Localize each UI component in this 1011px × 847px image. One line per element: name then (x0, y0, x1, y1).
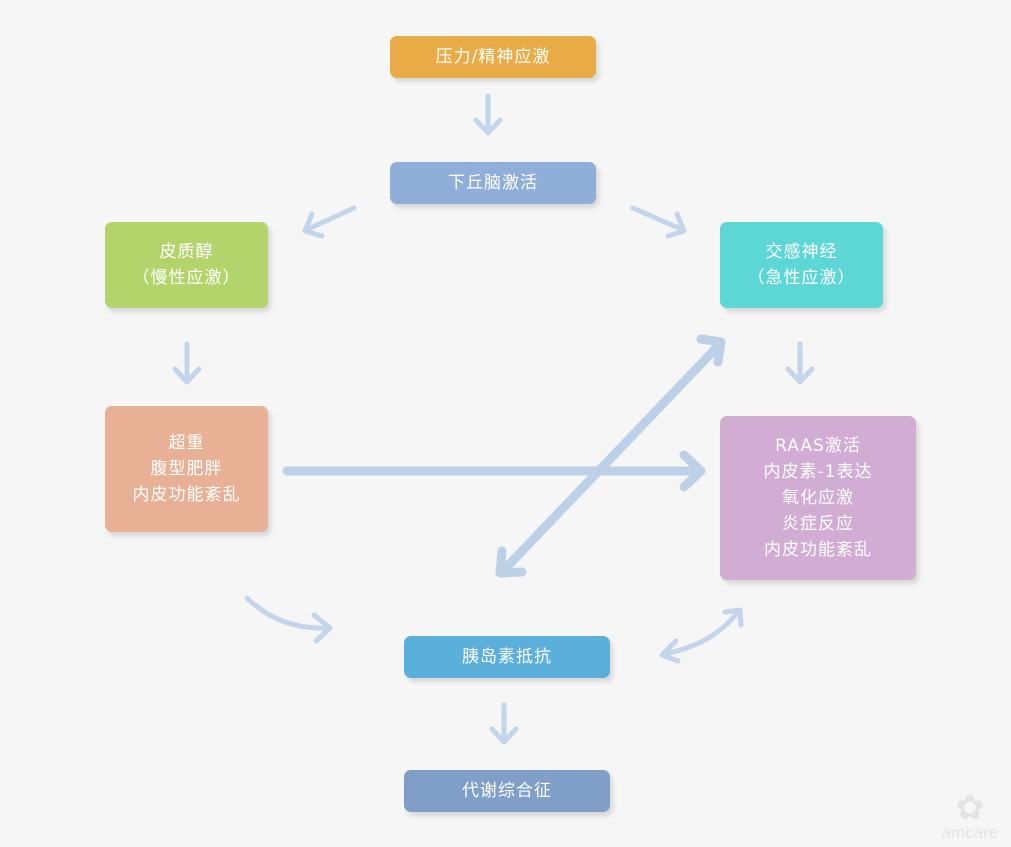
node-cortisol-line-1: 皮质醇 (159, 242, 214, 262)
node-insulin-resistance-label: 胰岛素抵抗 (462, 647, 552, 667)
node-sympathetic: 交感神经 （急性应激） (720, 222, 883, 308)
node-obesity-line-1: 超重 (168, 433, 205, 453)
arrow-stress-to-hypothalamus (473, 93, 503, 136)
node-sympathetic-line-2: （急性应激） (747, 268, 856, 288)
node-metabolic-syndrome-label: 代谢综合征 (462, 781, 552, 801)
node-obesity-line-2: 腹型肥胖 (150, 459, 223, 479)
brand-logo-icon: ✿ (955, 788, 985, 828)
arrow-obesity-to-insulin (244, 595, 333, 644)
arrow-raas-insulin-bidirectional (659, 607, 744, 664)
node-sympathetic-line-1: 交感神经 (765, 242, 838, 262)
node-hypothalamus: 下丘脑激活 (390, 162, 596, 204)
arrow-hypothalamus-to-cortisol (302, 205, 357, 239)
node-insulin-resistance: 胰岛素抵抗 (404, 636, 610, 678)
brand-logo: ✿ amcare (935, 791, 1005, 843)
arrow-sympathetic-insulin-bidirectional (495, 334, 726, 578)
node-raas-line-2: 内皮素-1表达 (763, 462, 873, 482)
node-raas: RAAS激活 内皮素-1表达 氧化应激 炎症反应 内皮功能紊乱 (720, 416, 916, 580)
node-obesity-line-3: 内皮功能紊乱 (132, 485, 241, 505)
node-raas-line-5: 内皮功能紊乱 (764, 540, 872, 560)
node-raas-line-3: 氧化应激 (782, 488, 854, 508)
arrow-sympathetic-to-raas (785, 341, 815, 385)
brand-logo-text: amcare (941, 823, 999, 842)
node-metabolic-syndrome: 代谢综合征 (404, 770, 610, 812)
node-stress: 压力/精神应激 (390, 36, 596, 78)
node-stress-label: 压力/精神应激 (435, 47, 551, 67)
node-raas-line-1: RAAS激活 (775, 436, 861, 456)
arrow-hypothalamus-to-sympathetic (630, 205, 687, 239)
node-raas-line-4: 炎症反应 (782, 514, 854, 534)
node-cortisol: 皮质醇 （慢性应激） (105, 222, 268, 308)
node-hypothalamus-label: 下丘脑激活 (448, 173, 538, 193)
node-obesity: 超重 腹型肥胖 内皮功能紊乱 (105, 406, 268, 532)
node-cortisol-line-2: （慢性应激） (132, 268, 241, 288)
arrow-cortisol-to-obesity (172, 341, 202, 385)
arrow-insulin-to-metabolic (489, 702, 519, 745)
arrow-obesity-to-raas (282, 450, 706, 492)
